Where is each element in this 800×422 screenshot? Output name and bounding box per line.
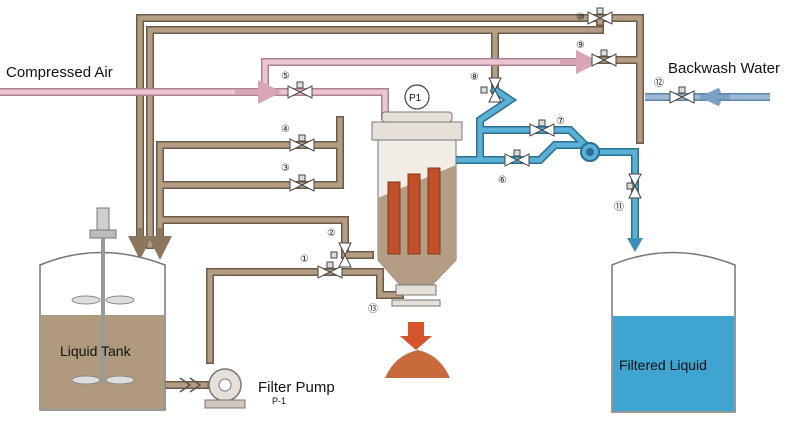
filter-pump [179, 368, 246, 409]
valve-11-label: ⑪ [614, 201, 624, 213]
valve-12[interactable] [669, 86, 695, 104]
valve-1-label: ① [300, 254, 309, 265]
valve-9[interactable] [591, 49, 617, 67]
filter-pump-tag: P-1 [272, 396, 286, 406]
valve-7-label: ⑦ [556, 116, 565, 127]
valve-12-label: ⑫ [654, 77, 664, 89]
filtered-liquid-tank [611, 251, 736, 413]
valve-11[interactable] [626, 173, 642, 199]
valve-3-label: ③ [281, 163, 290, 174]
valve-8[interactable] [480, 77, 502, 103]
valve-1[interactable] [317, 261, 343, 279]
filter-pump-label: Filter Pump [258, 379, 335, 396]
filtrate-pipes [428, 84, 643, 252]
valve-2-label: ② [327, 228, 336, 239]
filter-vessel [371, 84, 463, 378]
filtered-liquid-label: Filtered Liquid [619, 357, 707, 373]
valve-9-label: ⑨ [576, 40, 585, 51]
valve-5[interactable] [287, 81, 313, 99]
valve-6[interactable] [504, 149, 530, 167]
valve-5-label: ⑤ [281, 71, 290, 82]
valve-3[interactable] [289, 174, 315, 192]
valve-10-label: ⑩ [576, 12, 585, 23]
valve-13-label: ⑬ [368, 303, 378, 315]
valve-4[interactable] [289, 134, 315, 152]
valves [287, 7, 695, 279]
valve-4-label: ④ [281, 124, 290, 135]
backwash-water-label: Backwash Water [668, 60, 780, 77]
process-pipes [128, 14, 644, 389]
compressed-air-pipe [0, 50, 600, 120]
backwash-water-pipe [645, 87, 770, 107]
valve-10[interactable] [587, 7, 613, 25]
valve-2[interactable] [330, 242, 352, 268]
liquid-tank-label: Liquid Tank [60, 343, 132, 359]
valve-7[interactable] [529, 119, 555, 137]
valve-6-label: ⑥ [498, 175, 507, 186]
liquid-tank [39, 207, 166, 411]
compressed-air-label: Compressed Air [6, 64, 113, 81]
filter-vessel-tag: P1 [409, 93, 422, 104]
valve-8-label: ⑧ [470, 72, 479, 83]
